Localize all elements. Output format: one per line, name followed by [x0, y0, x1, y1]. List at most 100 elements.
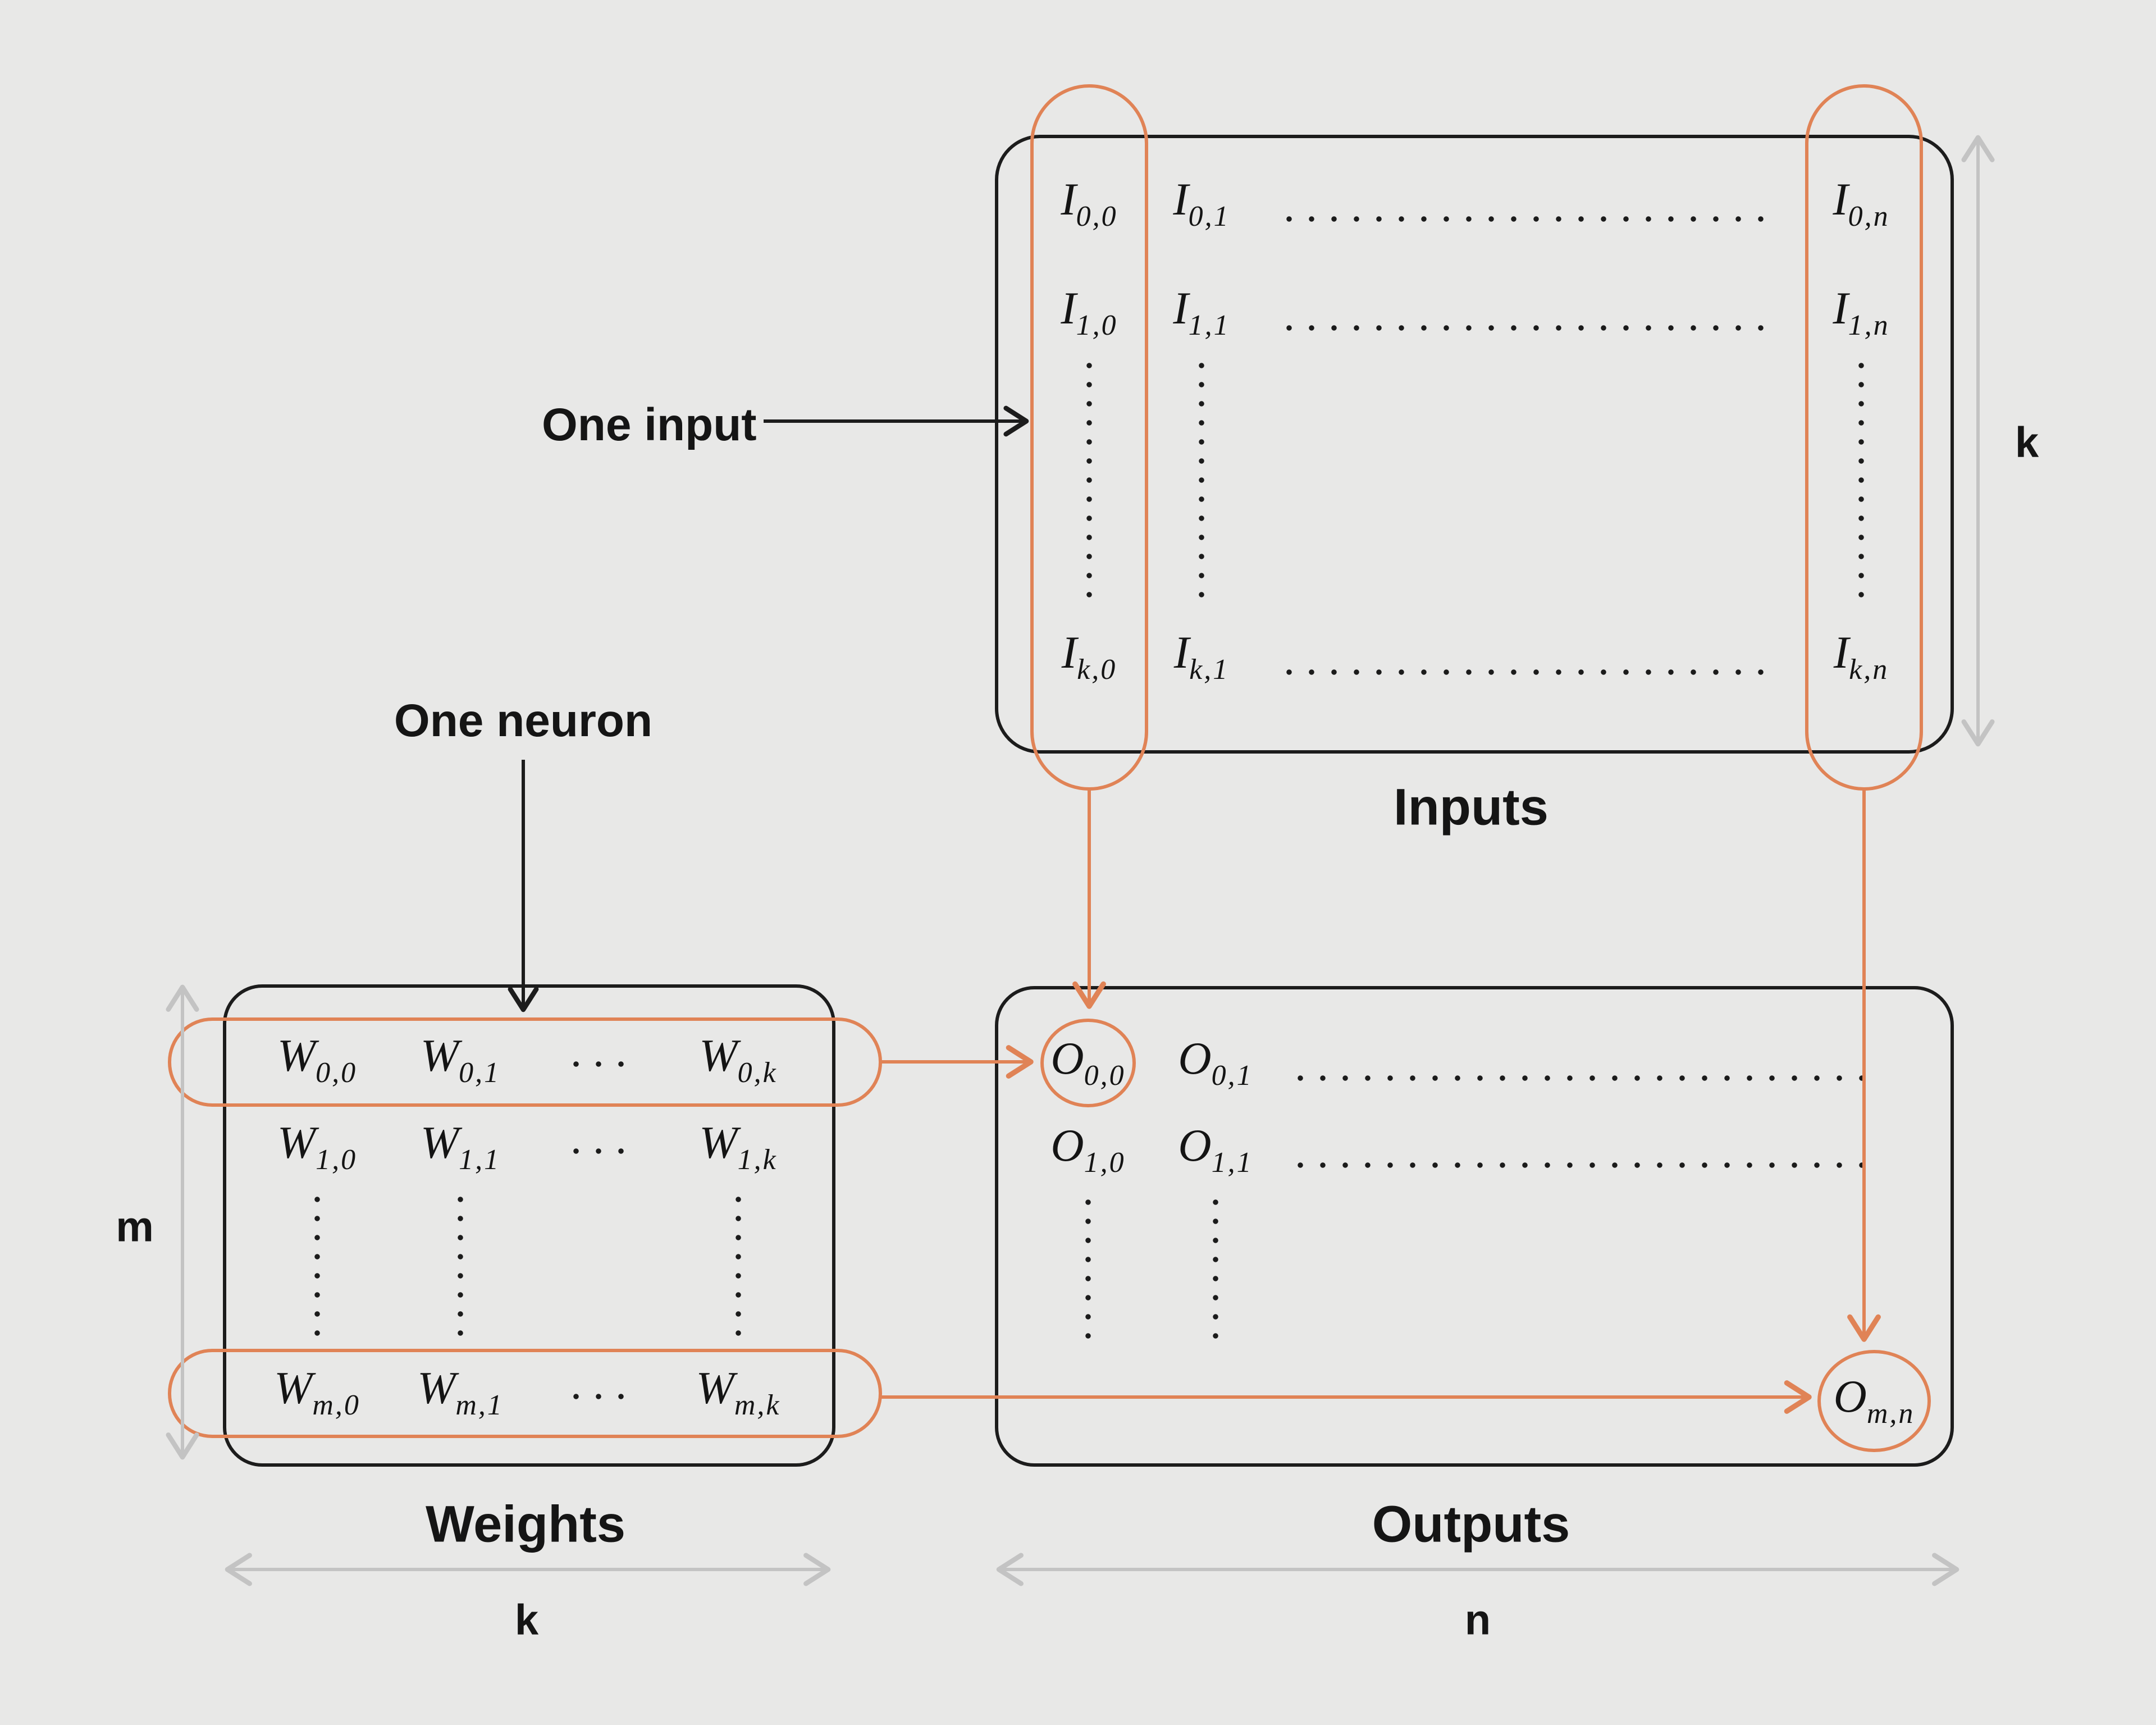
inputs-row0-ellipsis-dots	[1286, 216, 1780, 222]
cell-var: I	[1833, 282, 1848, 334]
weights-row0-cdots	[573, 1061, 637, 1067]
cell-var: I	[1061, 174, 1076, 225]
cell-var: I	[1833, 627, 1849, 678]
cell-subscript: 1,0	[316, 1144, 358, 1176]
cell-subscript: 1,k	[737, 1144, 778, 1176]
weights-cell-0-k: W0,k	[699, 1033, 777, 1088]
cell-subscript: m,k	[734, 1389, 781, 1421]
cell-var: O	[1050, 1120, 1084, 1171]
weights-row0-highlight-pill	[168, 1017, 882, 1107]
inputs-cell-1-0: I1,0	[1061, 285, 1117, 340]
weights-cell-1-0: W1,0	[277, 1120, 357, 1175]
weights-k-dimension-label: k	[514, 1596, 539, 1644]
inputs-cell-k-0: Ik,0	[1062, 629, 1117, 684]
cell-subscript: k,0	[1077, 654, 1117, 686]
weights-cell-m-0: Wm,0	[274, 1365, 360, 1420]
cell-var: I	[1061, 627, 1077, 678]
cell-var: O	[1833, 1371, 1867, 1422]
inputs-col0-vdots	[1086, 362, 1093, 610]
cell-var: O	[1178, 1120, 1212, 1171]
weights-cell-0-0: W0,0	[277, 1033, 357, 1088]
cell-subscript: 0,1	[459, 1057, 501, 1089]
cell-subscript: 0,1	[1188, 200, 1230, 232]
inputs-cell-k-n: Ik,n	[1834, 629, 1889, 684]
outputs-cell-1-1: O1,1	[1178, 1122, 1253, 1178]
cell-var: I	[1833, 174, 1848, 225]
outputs-caption: Outputs	[1372, 1495, 1570, 1553]
weights-col0-vdots	[314, 1196, 321, 1349]
cell-subscript: m,0	[312, 1389, 360, 1421]
weights-matrix	[223, 984, 835, 1467]
cell-subscript: 1,0	[1076, 309, 1118, 341]
input-column-highlight-left	[1030, 84, 1148, 791]
cell-var: W	[699, 1030, 738, 1081]
cell-var: W	[420, 1117, 459, 1168]
cell-subscript: 0,0	[1084, 1060, 1126, 1092]
cell-subscript: 1,1	[1188, 309, 1230, 341]
cell-subscript: 1,1	[459, 1144, 501, 1176]
inputs-cell-0-0: I0,0	[1061, 176, 1117, 231]
weights-cell-m-k: Wm,k	[696, 1365, 781, 1420]
inputs-cell-1-1: I1,1	[1173, 285, 1230, 340]
cell-var: W	[274, 1362, 313, 1413]
cell-subscript: k,1	[1189, 654, 1230, 686]
cell-var: W	[696, 1362, 734, 1413]
cell-var: W	[277, 1030, 316, 1081]
weights-col1-vdots	[457, 1196, 464, 1349]
outputs-cell-0-0: O0,0	[1050, 1035, 1125, 1090]
cell-var: I	[1061, 282, 1076, 334]
outputs-row0-ellipsis-dots	[1297, 1075, 1875, 1081]
weights-cell-1-k: W1,k	[699, 1120, 777, 1175]
inputs-coln-vdots	[1858, 362, 1865, 610]
cell-subscript: 0,n	[1848, 200, 1890, 232]
one-neuron-label: One neuron	[394, 695, 653, 746]
cell-subscript: m,1	[455, 1389, 504, 1421]
inputs-cell-0-n: I0,n	[1833, 176, 1889, 231]
cell-var: O	[1178, 1033, 1212, 1084]
cell-subscript: 0,0	[1076, 200, 1118, 232]
inputs-matrix	[995, 135, 1954, 754]
outputs-col1-vdots	[1212, 1199, 1219, 1346]
outputs-cell-1-0: O1,0	[1050, 1122, 1125, 1178]
cell-var: I	[1173, 282, 1189, 334]
weights-caption: Weights	[425, 1495, 626, 1553]
cell-var: W	[277, 1117, 316, 1168]
input-column-highlight-right	[1805, 84, 1923, 791]
output-cell-mn-highlight-circle	[1817, 1350, 1931, 1452]
cell-var: W	[699, 1117, 738, 1168]
inputs-cell-0-1: I0,1	[1173, 176, 1230, 231]
cell-subscript: 0,k	[737, 1057, 778, 1089]
inputs-row1-ellipsis-dots	[1286, 325, 1780, 331]
weights-rowm-cdots	[573, 1393, 637, 1400]
cell-subscript: 0,0	[316, 1057, 358, 1089]
outputs-row1-ellipsis-dots	[1297, 1162, 1875, 1169]
inputs-cell-1-n: I1,n	[1833, 285, 1889, 340]
weights-m-dimension-label: m	[116, 1203, 154, 1251]
weights-cell-1-1: W1,1	[421, 1120, 500, 1175]
cell-subscript: m,n	[1866, 1398, 1915, 1430]
weights-cell-0-1: W0,1	[421, 1033, 500, 1088]
cell-var: I	[1173, 627, 1190, 678]
weights-row1-cdots	[573, 1148, 637, 1154]
cell-var: W	[420, 1030, 459, 1081]
weights-colk-vdots	[735, 1196, 742, 1349]
inputs-col1-vdots	[1198, 362, 1205, 610]
cell-var: O	[1050, 1033, 1084, 1084]
outputs-cell-0-1: O0,1	[1178, 1035, 1253, 1090]
cell-var: W	[417, 1362, 456, 1413]
outputs-matrix	[995, 986, 1954, 1467]
inputs-cell-k-1: Ik,1	[1174, 629, 1229, 684]
cell-var: I	[1173, 174, 1189, 225]
outputs-cell-m-n: Om,n	[1834, 1373, 1915, 1429]
cell-subscript: k,n	[1849, 654, 1889, 686]
inputs-k-dimension-label: k	[2015, 418, 2039, 467]
outputs-n-dimension-label: n	[1464, 1596, 1491, 1644]
inputs-rowk-ellipsis-dots	[1286, 669, 1780, 676]
output-cell-00-highlight-circle	[1040, 1019, 1136, 1107]
cell-subscript: 1,n	[1848, 309, 1890, 341]
cell-subscript: 0,1	[1211, 1060, 1253, 1092]
outputs-col0-vdots	[1085, 1199, 1091, 1346]
inputs-caption: Inputs	[1394, 778, 1549, 836]
weights-rowm-highlight-pill	[168, 1349, 882, 1438]
